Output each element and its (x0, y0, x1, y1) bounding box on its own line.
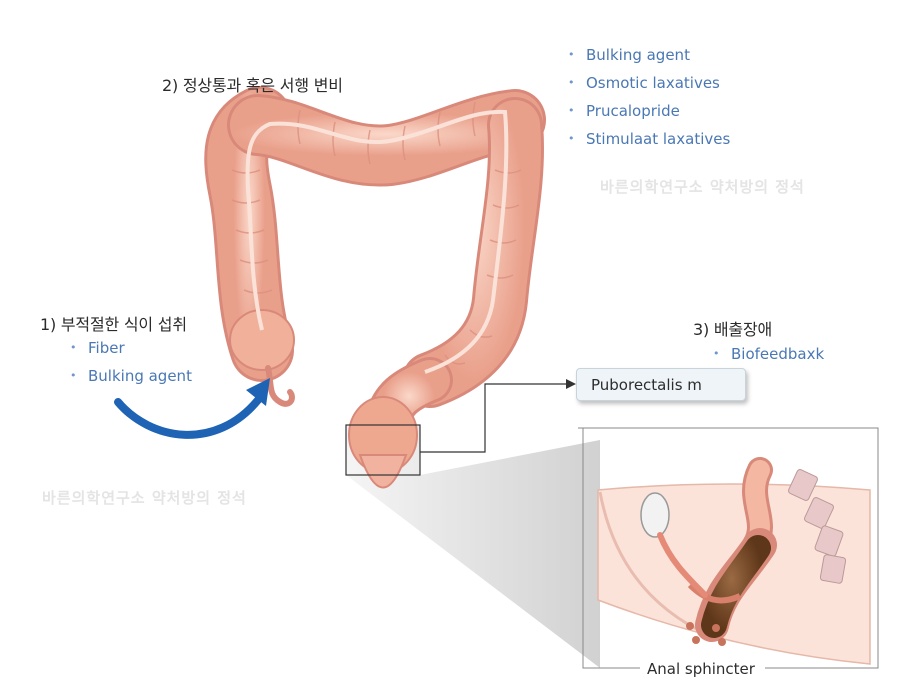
callout-connector (420, 383, 568, 453)
watermark: 바른의학연구소 약처방의 정석 (42, 489, 247, 507)
inset-caption: Anal sphincter (643, 659, 759, 679)
list-item: •Bulking agent (568, 46, 690, 64)
watermark: 바른의학연구소 약처방의 정석 (600, 178, 805, 196)
heading-defecation-disorder: 3) 배출장애 (693, 320, 772, 339)
heading-slow-transit: 2) 정상통과 혹은 서행 변비 (162, 76, 343, 95)
list-item: •Stimulaat laxatives (568, 130, 731, 148)
treatment-list-3: •Biofeedbaxk (713, 340, 824, 368)
list-item: •Prucalopride (568, 102, 680, 120)
anal-sphincter-inset (597, 457, 871, 665)
zoom-projection (346, 425, 600, 668)
list-item: •Bulking agent (70, 367, 192, 385)
curved-arrow (114, 378, 270, 439)
list-item: •Fiber (70, 339, 125, 357)
callout-arrowhead (566, 379, 576, 389)
list-item: •Biofeedbaxk (713, 345, 825, 363)
treatment-list-1: •Fiber •Bulking agent (70, 334, 192, 390)
inset-frame (578, 427, 879, 669)
puborectalis-callout: Puborectalis m (576, 368, 746, 401)
colon-illustration (204, 86, 546, 489)
heading-diet: 1) 부적절한 식이 섭취 (40, 315, 187, 334)
list-item: •Osmotic laxatives (568, 74, 720, 92)
rectum-highlight-box (345, 424, 421, 476)
treatment-list-2: •Bulking agent •Osmotic laxatives •Pruca… (568, 41, 730, 153)
